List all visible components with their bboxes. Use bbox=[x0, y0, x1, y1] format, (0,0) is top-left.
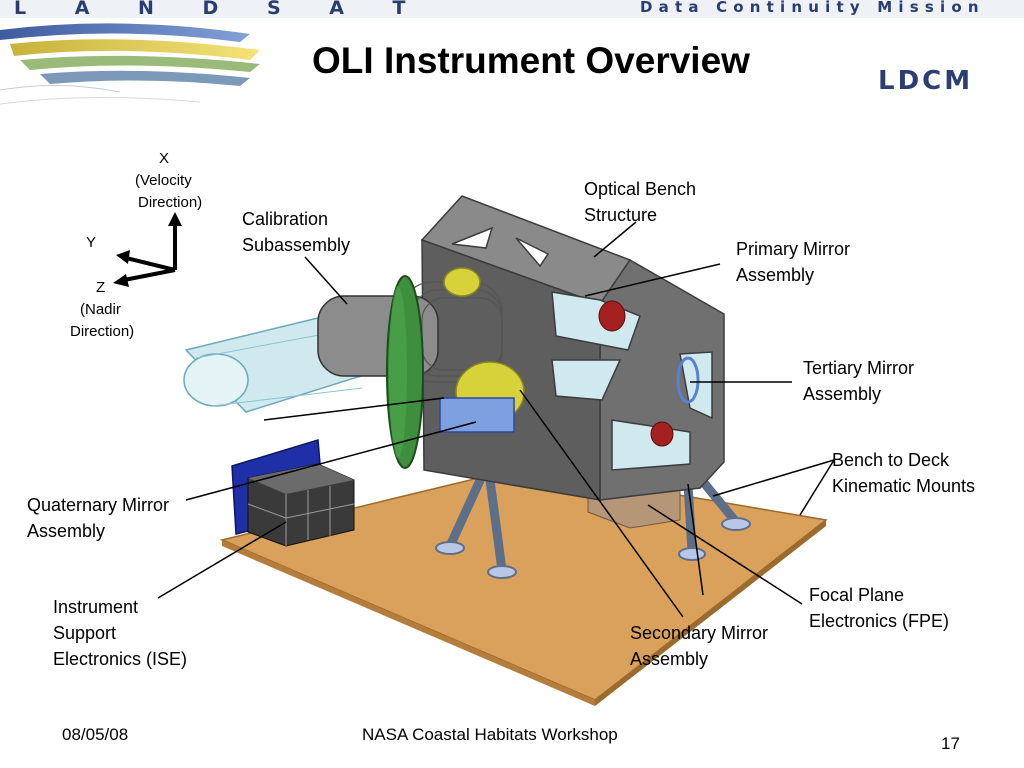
coordinate-axes bbox=[113, 212, 182, 287]
label-focal-plane-electronics: Focal Plane Electronics (FPE) bbox=[809, 585, 950, 631]
axis-x-desc-line2: Direction) bbox=[138, 194, 203, 211]
leader-lines bbox=[157, 221, 835, 618]
axis-x-desc-line1: (Velocity bbox=[135, 172, 192, 189]
label-tertiary-mirror-assembly: Tertiary Mirror Assembly bbox=[803, 358, 914, 404]
footer-date: 08/05/08 bbox=[62, 725, 129, 744]
ldcm-logo: LDCM bbox=[878, 66, 974, 96]
label-quaternary-mirror-assembly: Quaternary Mirror Assembly bbox=[27, 495, 170, 541]
footer-event: NASA Coastal Habitats Workshop bbox=[362, 725, 618, 744]
landsat-wordmark: L A N D S A T bbox=[14, 0, 427, 19]
slide-title: OLI Instrument Overview bbox=[312, 40, 750, 81]
label-instrument-support-electronics: Instrument Support Electronics (ISE) bbox=[53, 597, 188, 669]
page-number: 17 bbox=[941, 734, 960, 753]
kinematic-mount-legs bbox=[445, 471, 741, 575]
axis-x-label: X bbox=[159, 150, 170, 167]
label-bench-to-deck-mounts: Bench to Deck Kinematic Mounts bbox=[832, 450, 976, 496]
axis-z-desc-line1: (Nadir bbox=[80, 301, 121, 318]
header-banner: L A N D S A T Data Continuity Mission bbox=[0, 0, 1024, 19]
axis-z-label: Z bbox=[96, 279, 106, 296]
label-secondary-mirror-assembly: Secondary Mirror Assembly bbox=[630, 623, 769, 669]
label-calibration-subassembly: Calibration Subassembly bbox=[242, 209, 351, 255]
label-primary-mirror-assembly: Primary Mirror Assembly bbox=[736, 239, 850, 285]
mission-wordmark: Data Continuity Mission bbox=[640, 0, 985, 16]
label-optical-bench-structure: Optical Bench Structure bbox=[584, 179, 697, 225]
axis-z-desc-line2: Direction) bbox=[70, 323, 135, 340]
axis-y-label: Y bbox=[86, 234, 97, 251]
